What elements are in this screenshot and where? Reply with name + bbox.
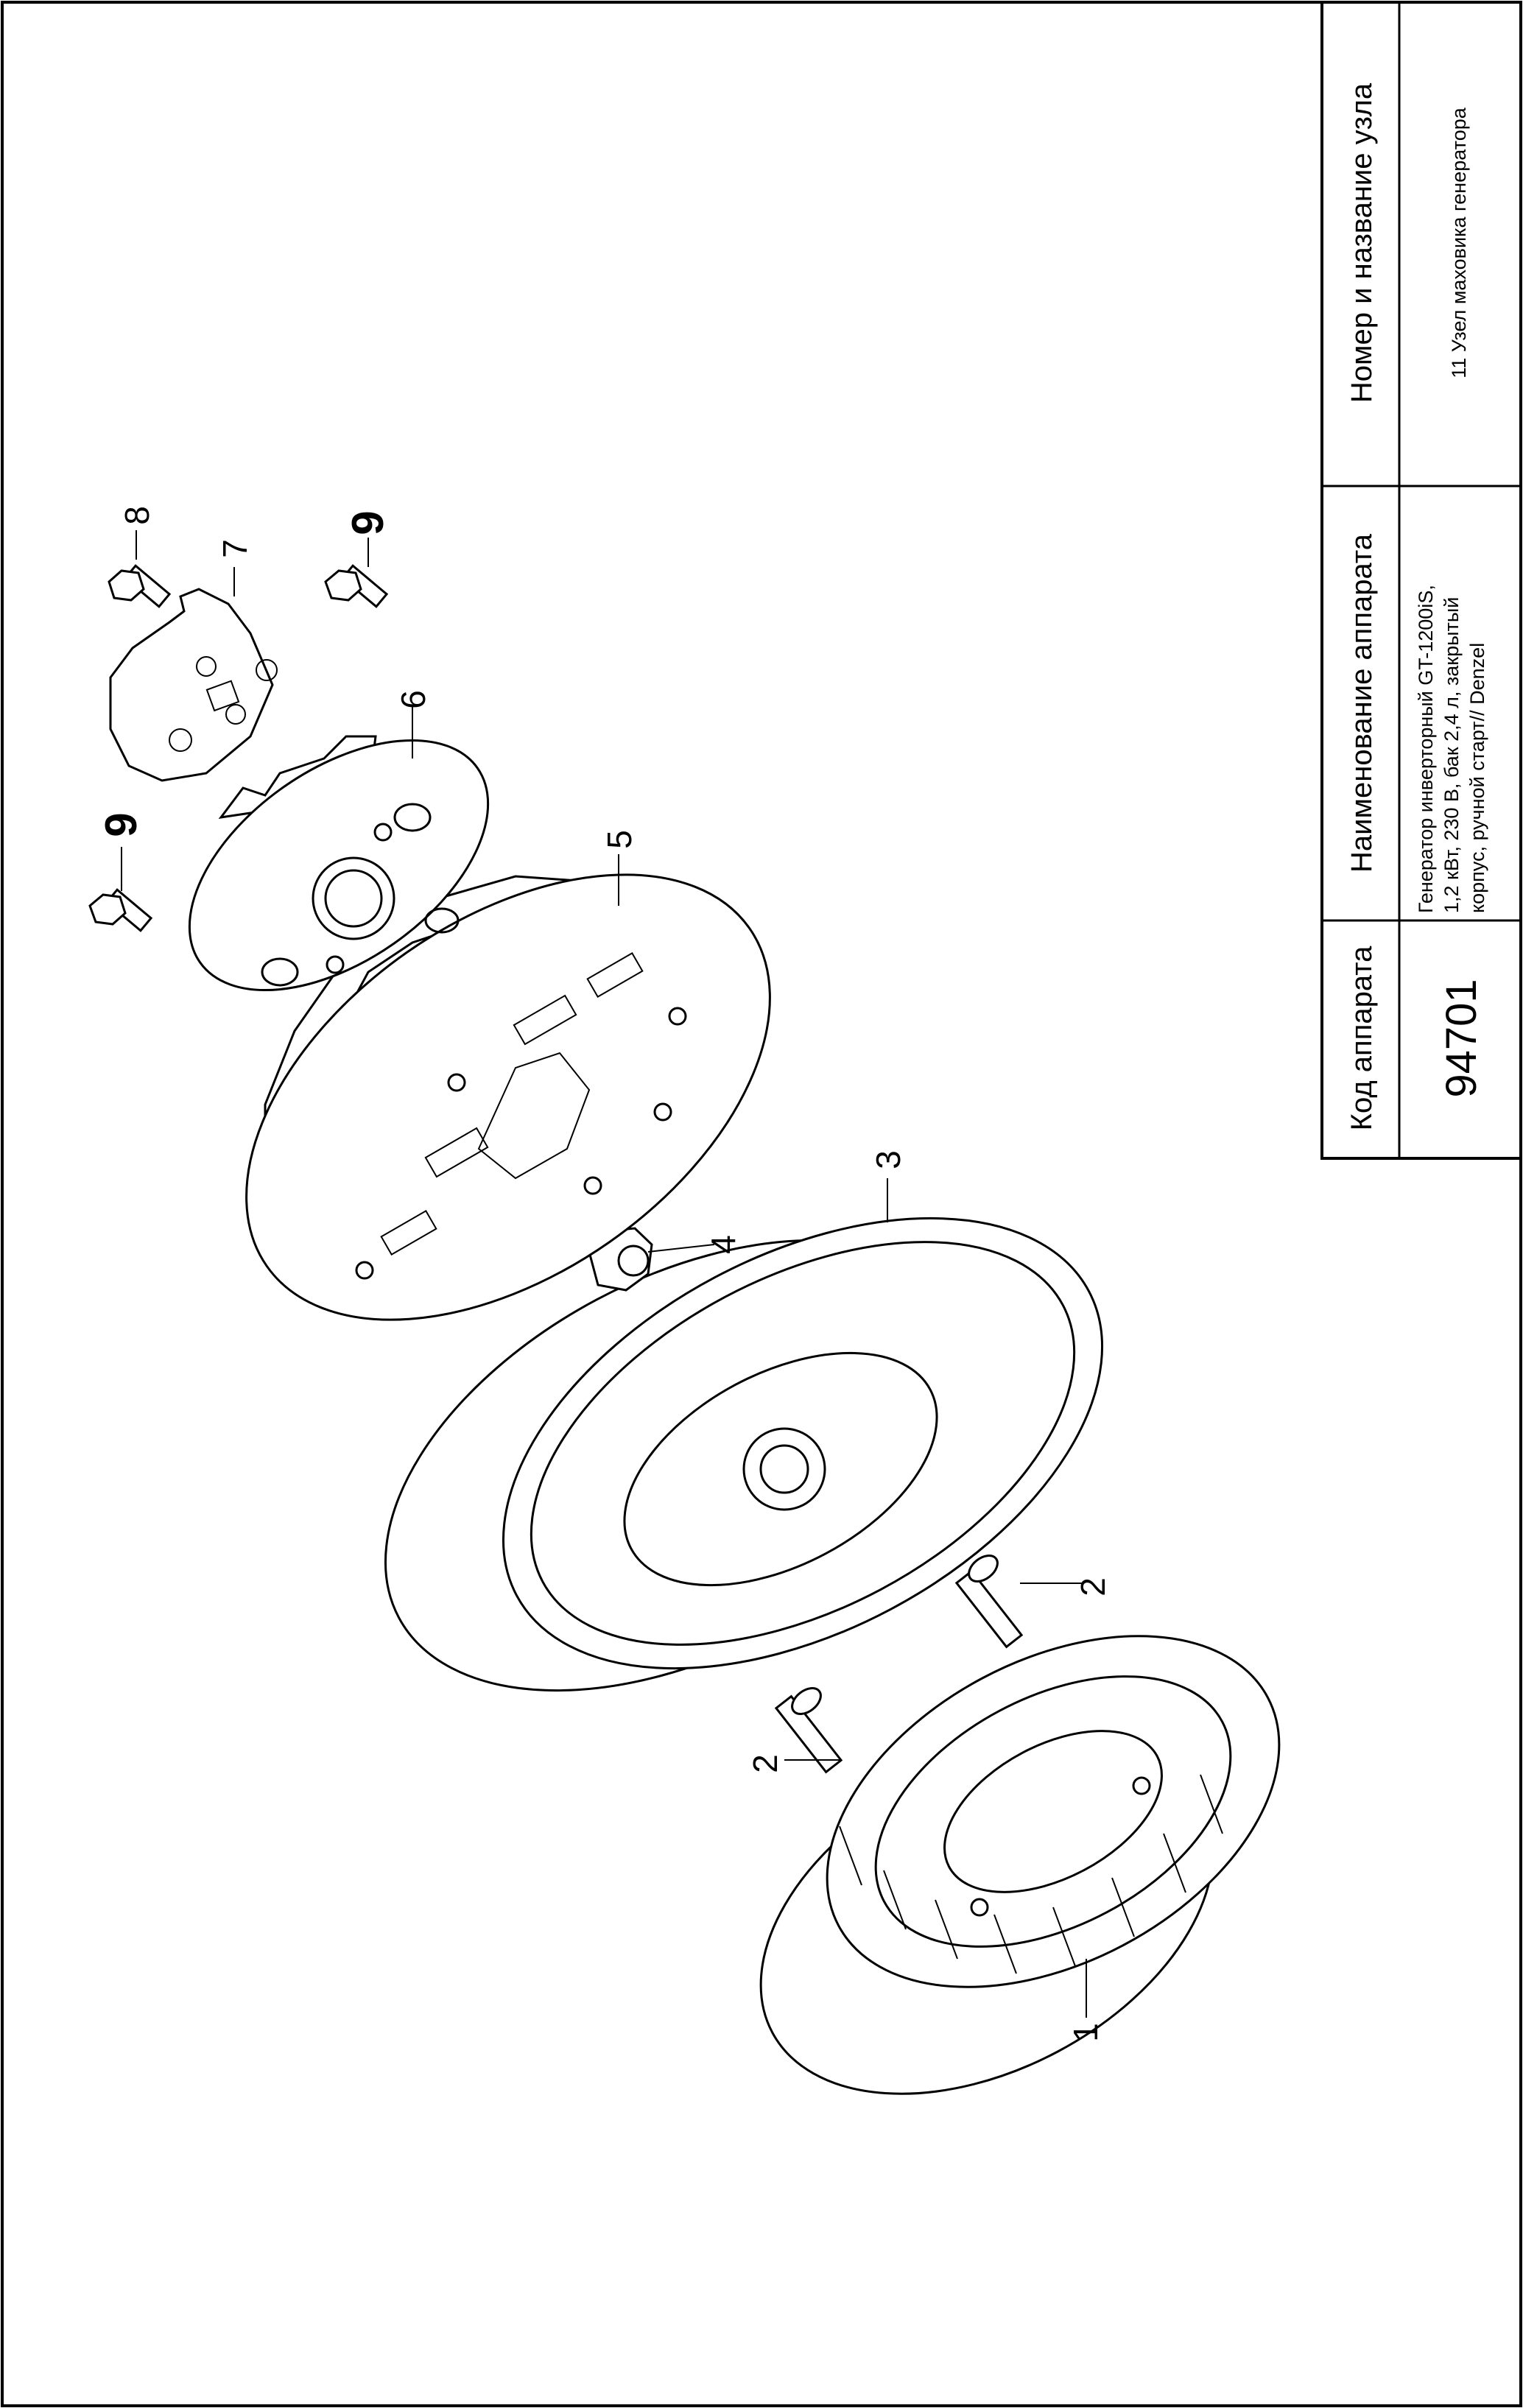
apparatus-name-line-2: 1,2 кВт, 230 В, бак 2,4 л, закрытый: [1441, 597, 1463, 913]
title-block: Код аппарата Наименование аппарата Номер…: [1320, 1, 1522, 1160]
callout-1: 1: [1066, 2023, 1105, 2042]
code-header: Код аппарата: [1346, 946, 1378, 1130]
apparatus-name-line-3: корпус, ручной старт// Denzel: [1466, 643, 1488, 913]
name-header: Наименование аппарата: [1346, 533, 1378, 873]
callout-4: 4: [704, 1235, 742, 1254]
callout-9-upper: 9: [343, 510, 393, 535]
apparatus-name-line-1: Генератор инверторный GT-1200iS,: [1415, 585, 1437, 913]
callout-3: 3: [869, 1150, 907, 1169]
part-fan: [245, 873, 771, 1321]
apparatus-code: 94701: [1438, 979, 1485, 1097]
part-bolt-8: [108, 564, 172, 608]
callout-5: 5: [600, 830, 639, 849]
part-rotor-ring: [384, 1217, 1104, 1692]
unit-header: Номер и название узла: [1346, 82, 1378, 403]
leader-lines: [121, 530, 1087, 2018]
callout-7: 7: [216, 539, 254, 558]
callout-6: 6: [394, 690, 432, 709]
callout-2-right: 2: [1074, 1577, 1112, 1596]
part-bolt-9-lower: [88, 888, 153, 932]
part-starter-pulley: [188, 735, 490, 992]
part-bolt-right: [954, 1555, 1024, 1649]
callout-8: 8: [118, 506, 156, 525]
callout-2-left: 2: [746, 1754, 784, 1773]
part-starter-cup: [109, 588, 278, 782]
callout-9-lower: 9: [96, 812, 146, 837]
part-bolt-left: [774, 1687, 843, 1774]
part-bolt-9-upper: [324, 564, 389, 608]
unit-name: 11 Узел маховика генератора: [1448, 107, 1470, 378]
part-stator: [759, 1635, 1281, 2095]
